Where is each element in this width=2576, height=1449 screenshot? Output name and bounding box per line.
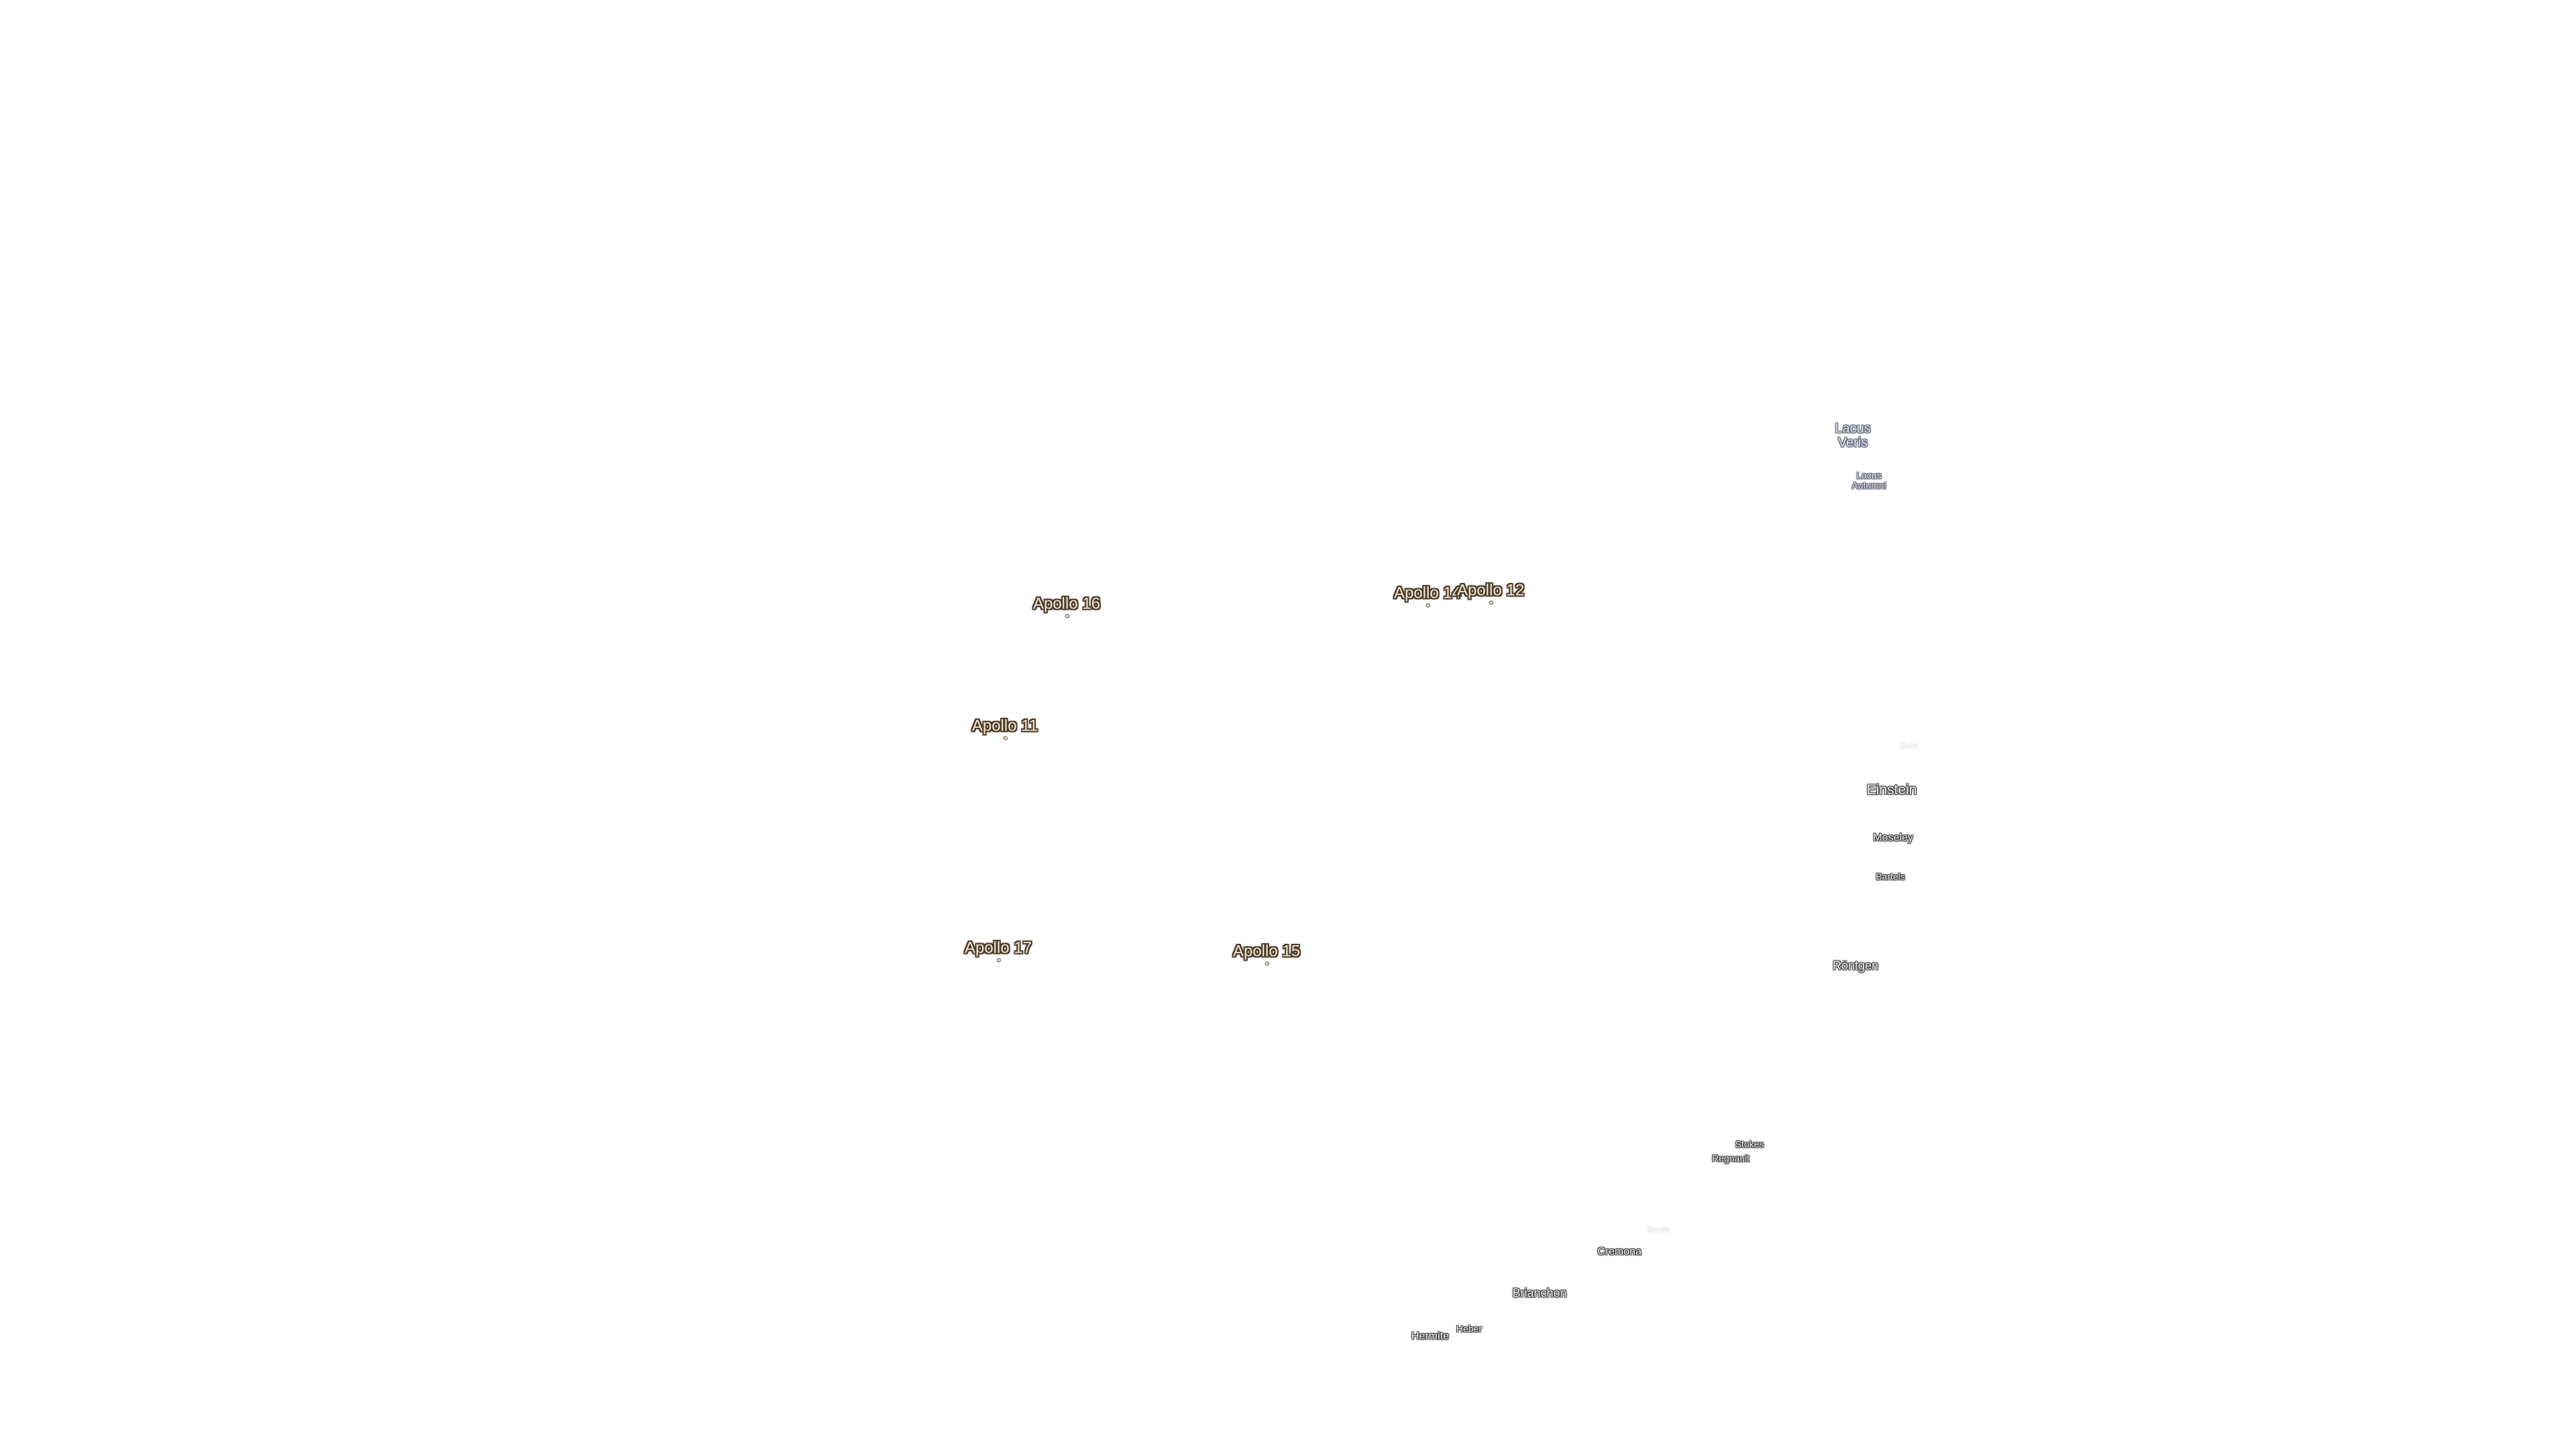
crater-bohr-label[interactable]: Bohr [1900,741,1919,751]
apollo-16-label[interactable]: Apollo 16 [1033,595,1100,619]
lacus-veris-label[interactable]: Lacus Veris [1835,421,1871,450]
apollo-12-marker [1489,600,1493,605]
crater-cremona-label[interactable]: Cremona [1597,1246,1642,1258]
lacus-autumni-label[interactable]: Lacus Autumni [1851,470,1886,490]
crater-boole-label[interactable]: Boole [1647,1224,1670,1235]
crater-brianchon-label[interactable]: Brianchon [1512,1286,1567,1300]
apollo-16-marker [1065,614,1069,619]
apollo-17-marker [996,958,1001,963]
apollo-14-marker [1426,603,1430,608]
crater-rontgen-label[interactable]: Röntgen [1832,959,1879,973]
apollo-15-marker [1265,961,1269,966]
crater-einstein-label[interactable]: Einstein [1866,782,1917,798]
crater-moseley-label[interactable]: Moseley [1873,832,1913,844]
crater-heber-label[interactable]: Heber [1456,1323,1483,1334]
crater-bartels-label[interactable]: Bartels [1876,871,1905,882]
apollo-11-label[interactable]: Apollo 11 [972,717,1038,741]
apollo-17-label[interactable]: Apollo 17 [965,939,1032,963]
crater-hermite-label[interactable]: Hermite [1411,1330,1450,1342]
apollo-15-label[interactable]: Apollo 15 [1233,943,1300,966]
apollo-11-marker [1003,736,1008,741]
crater-regnault-label[interactable]: Regnault [1711,1152,1750,1164]
apollo-14-label[interactable]: Apollo 14 [1394,584,1461,608]
apollo-12-label[interactable]: Apollo 12 [1457,582,1524,605]
crater-stokes-label[interactable]: Stokes [1735,1138,1764,1150]
